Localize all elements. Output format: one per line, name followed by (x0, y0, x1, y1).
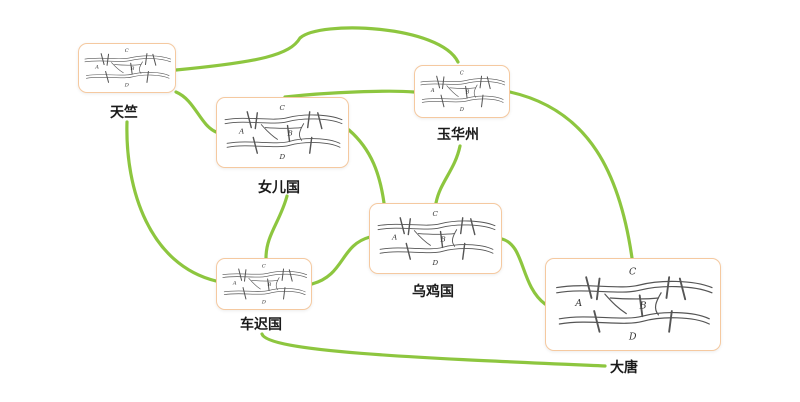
svg-text:D: D (124, 83, 129, 89)
svg-text:C: C (279, 104, 285, 112)
svg-text:C: C (460, 71, 464, 77)
svg-text:A: A (430, 88, 435, 94)
edge-wujiguo-datang (500, 237, 547, 306)
svg-text:B: B (287, 130, 293, 138)
node-card-nverguo[interactable]: A B C D (216, 97, 349, 168)
node-card-chechiguo[interactable]: A B C D (216, 258, 312, 310)
svg-text:D: D (459, 107, 464, 113)
svg-text:C: C (125, 48, 129, 54)
edge-wujiguo-chechiguo (310, 235, 372, 286)
svg-text:D: D (261, 299, 266, 305)
svg-text:A: A (238, 128, 244, 136)
edge-nverguo-wujiguo (347, 128, 386, 205)
svg-text:B: B (440, 236, 446, 244)
svg-text:A: A (574, 298, 582, 309)
svg-text:C: C (262, 264, 266, 270)
edge-yuhuazhou-wujiguo (434, 144, 462, 205)
bridge-sketch: A B C D (224, 104, 343, 161)
node-card-wujiguo[interactable]: A B C D (369, 203, 502, 274)
svg-text:B: B (465, 90, 470, 96)
edge-nverguo-chechiguo (264, 194, 289, 260)
node-label-datang: 大唐 (610, 360, 638, 376)
svg-text:B: B (267, 282, 272, 288)
node-label-wujiguo: 乌鸡国 (412, 284, 454, 300)
edge-tianzhu-yuhuazhou (174, 26, 460, 72)
node-card-tianzhu[interactable]: A B C D (78, 43, 176, 93)
svg-text:A: A (94, 65, 99, 71)
svg-text:B: B (130, 66, 135, 72)
node-label-chechiguo: 车迟国 (240, 317, 282, 333)
edge-chechiguo-datang (260, 332, 607, 368)
edge-nverguo-yuhuazhou (283, 89, 416, 99)
svg-text:D: D (278, 153, 285, 161)
node-label-nverguo: 女儿国 (258, 180, 300, 196)
svg-text:D: D (628, 332, 637, 343)
node-label-yuhuazhou: 玉华州 (437, 127, 479, 143)
svg-text:C: C (432, 210, 438, 218)
bridge-sketch: A B C D (420, 71, 505, 113)
bridge-sketch: A B C D (556, 267, 713, 343)
node-label-tianzhu: 天竺 (110, 105, 138, 121)
svg-text:C: C (629, 267, 636, 278)
bridge-sketch: A B C D (84, 48, 171, 89)
edge-yuhuazhou-datang (508, 90, 634, 260)
edge-tianzhu-chechiguo (125, 120, 218, 283)
svg-text:B: B (639, 301, 647, 312)
bridge-sketch: A B C D (222, 264, 307, 305)
edge-tianzhu-nverguo (174, 90, 218, 134)
node-card-yuhuazhou[interactable]: A B C D (414, 65, 510, 118)
svg-text:D: D (431, 259, 438, 267)
node-card-datang[interactable]: A B C D (545, 258, 721, 351)
svg-text:A: A (232, 281, 237, 287)
bridge-sketch: A B C D (377, 210, 496, 267)
svg-text:A: A (391, 234, 397, 242)
